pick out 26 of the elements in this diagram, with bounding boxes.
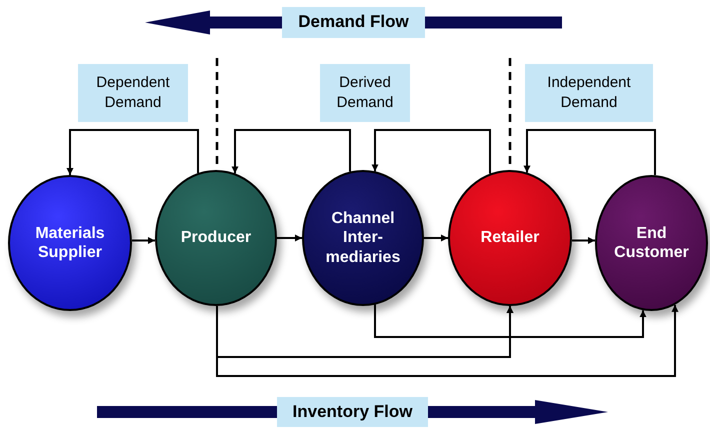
demand-type-box xyxy=(78,64,188,122)
node-label: Materials Supplier xyxy=(34,224,106,262)
node-label: Dependent Demand xyxy=(95,72,171,113)
arrow xyxy=(374,304,646,338)
demand-type-box xyxy=(525,64,653,122)
flow-arrow xyxy=(97,396,608,428)
node-label: End Customer xyxy=(613,224,690,262)
node-label: Retailer xyxy=(480,228,540,248)
arrow xyxy=(216,304,678,377)
arrow xyxy=(232,129,351,174)
flow-label: Demand Flow xyxy=(282,7,425,38)
node-label: Independent Demand xyxy=(546,72,632,113)
arrow xyxy=(424,234,448,242)
arrow xyxy=(372,129,491,174)
arrow xyxy=(132,237,155,244)
flow-label: Inventory Flow xyxy=(276,396,428,428)
node-label: Channel Inter- mediaries xyxy=(324,209,402,267)
node-label: Producer xyxy=(180,228,252,248)
arrow xyxy=(277,234,302,242)
arrow xyxy=(216,306,514,358)
node-label: Derived Demand xyxy=(336,72,394,113)
demand-type-box xyxy=(320,64,410,122)
flow-arrow xyxy=(145,5,562,40)
arrow xyxy=(524,129,656,176)
arrow xyxy=(572,237,595,244)
arrow xyxy=(66,129,199,175)
